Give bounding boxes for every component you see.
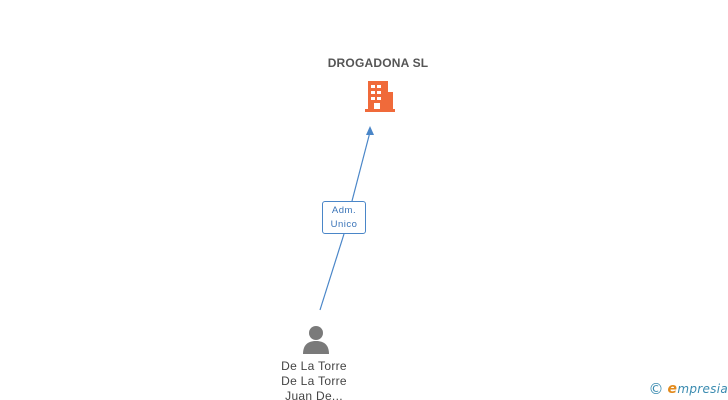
- empresia-watermark: © empresia: [649, 379, 728, 399]
- person-name-line1: De La Torre: [281, 359, 347, 373]
- person-name[interactable]: De La Torre De La Torre Juan De...: [256, 359, 372, 400]
- building-icon[interactable]: [362, 78, 398, 114]
- person-name-line2: De La Torre: [281, 374, 347, 388]
- copyright-icon: ©: [648, 380, 664, 398]
- person-icon[interactable]: [301, 324, 331, 354]
- brand-logo: empresia: [668, 381, 728, 397]
- brand-initial: e: [667, 381, 678, 397]
- role-label-line2: Unico: [330, 219, 358, 230]
- arrow-head-icon: [366, 126, 374, 135]
- company-name[interactable]: DROGADONA SL: [327, 56, 429, 70]
- person-name-line3: Juan De...: [285, 389, 343, 400]
- role-badge[interactable]: Adm. Unico: [322, 201, 366, 234]
- brand-rest: mpresia: [677, 382, 728, 396]
- role-label-line1: Adm.: [331, 205, 357, 216]
